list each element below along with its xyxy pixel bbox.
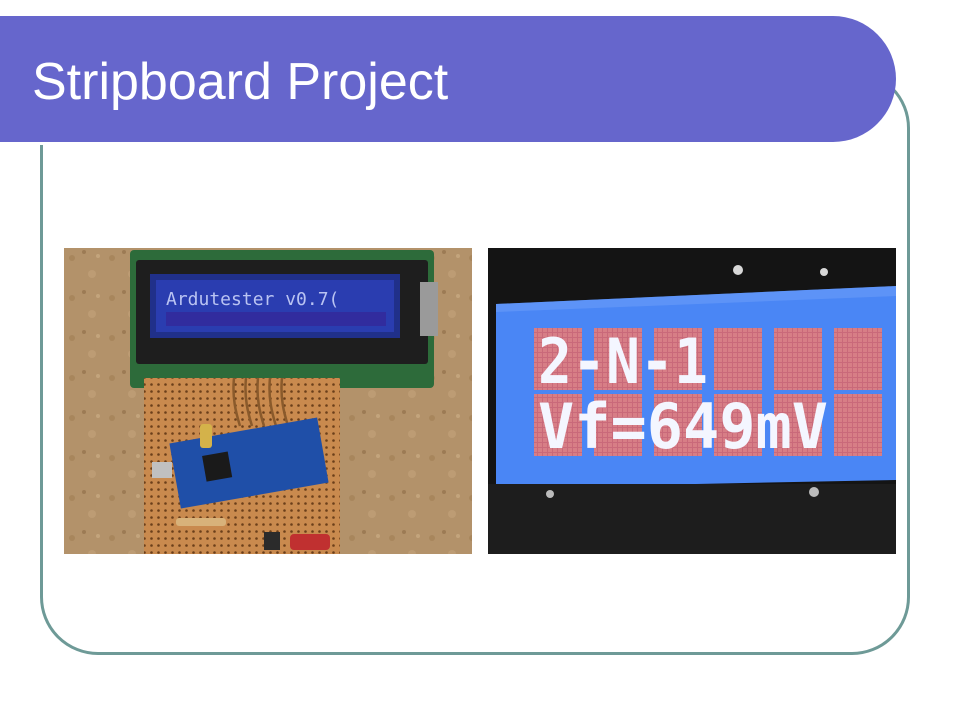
test-clip xyxy=(290,534,330,550)
lcd-closeup-line1: 2-N-1 xyxy=(538,325,708,398)
stripboard-photo-svg: Ardutester v0.7( xyxy=(64,248,472,554)
transistor xyxy=(264,532,280,550)
lcd-bottom-bezel xyxy=(488,484,896,554)
capacitor xyxy=(200,424,212,448)
lcd-closeup-line2: Vf=649mV xyxy=(538,390,828,463)
slide-title: Stripboard Project xyxy=(32,53,449,111)
arduino-chip xyxy=(202,451,233,482)
photo-lcd-closeup: 2-N-1 Vf=649mV xyxy=(488,248,896,554)
lcd-closeup-svg: 2-N-1 Vf=649mV xyxy=(488,248,896,554)
lcd-cell-row2 xyxy=(534,394,882,456)
lcd-text-line1: Ardutester v0.7( xyxy=(166,289,339,310)
photo-stripboard-lcd: Ardutester v0.7( xyxy=(64,248,472,554)
lcd-blank-line2 xyxy=(166,312,386,326)
title-underline xyxy=(0,142,848,145)
usb-port xyxy=(152,462,172,478)
title-bar: Stripboard Project xyxy=(0,16,896,145)
lcd-cell-row1 xyxy=(534,328,882,390)
resistor xyxy=(176,518,226,526)
ribbon-connector xyxy=(420,282,438,336)
header-wires xyxy=(232,377,290,427)
